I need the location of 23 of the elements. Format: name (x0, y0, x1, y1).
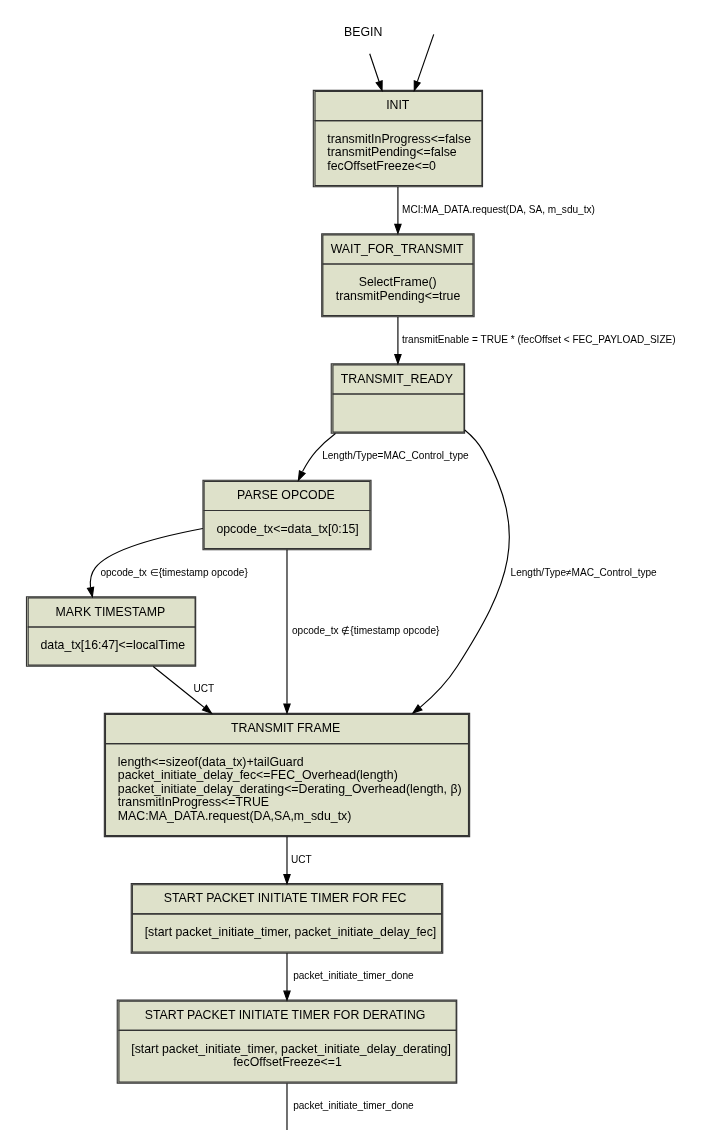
arrow (152, 665, 213, 715)
edge-label: Length/Type≠MAC_Control_type (510, 566, 657, 578)
connector (285, 1082, 288, 1131)
arrow (413, 33, 434, 92)
arrow (282, 952, 291, 1002)
arrow (368, 53, 383, 92)
arrow (282, 836, 291, 886)
node-text: BEGIN (343, 25, 382, 40)
edge-label: opcode_tx ∉{timestamp opcode} (291, 625, 439, 637)
edge-label: packet_initiate_timer_done (292, 1100, 414, 1112)
edge-label: Length/Type=MAC_Control_type (321, 450, 469, 462)
arrow (282, 549, 291, 715)
arrow (393, 186, 402, 236)
edge-label: transmitEnable = TRUE * (fecOffset < FEC_PAYLOAD_SIZE) (401, 333, 676, 345)
edge-label: packet_initiate_timer_done (292, 970, 414, 982)
arrow (86, 527, 203, 599)
edge-label: UCT (193, 683, 214, 695)
edge-label: opcode_tx ∈{timestamp opcode} (99, 566, 248, 578)
edge-label: MCI:MA_DATA.request(DA, SA, m_sdu_tx) (401, 203, 595, 215)
edge-label: UCT (290, 853, 312, 865)
arrow (393, 316, 402, 366)
arrow (297, 432, 336, 482)
arrow (411, 429, 510, 715)
